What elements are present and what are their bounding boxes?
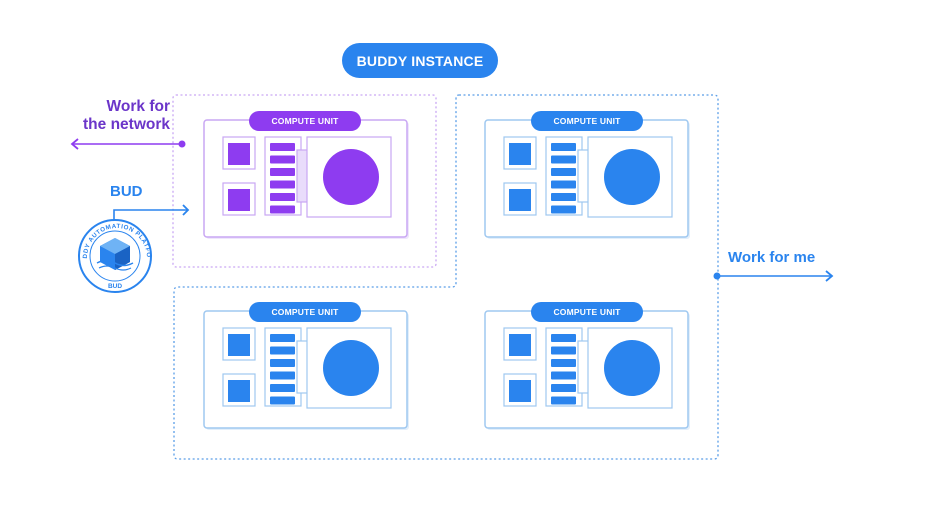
disk: [323, 149, 379, 205]
badge-bottom-text: BUD: [108, 283, 122, 290]
bud-badge: BUDDY AUTOMATION PLATFORM BUD: [0, 0, 152, 293]
chip: [509, 380, 531, 402]
personal-arrow: [713, 270, 834, 282]
disk: [604, 149, 660, 205]
memory-bar: [551, 155, 576, 164]
network-label-line1: Work for: [106, 98, 170, 115]
memory-bar: [270, 371, 295, 380]
compute-unit-label: COMPUTE UNIT: [531, 111, 643, 131]
compute-unit-label: COMPUTE UNIT: [249, 111, 361, 131]
memory-bar: [270, 168, 295, 176]
cube-logo-icon: [96, 238, 134, 271]
memory-bar: [270, 359, 295, 367]
chip: [228, 143, 250, 165]
arrow-right-icon: [825, 270, 834, 282]
chip: [509, 143, 531, 165]
arrow-left-icon: [70, 138, 79, 150]
compute-unit-label: COMPUTE UNIT: [249, 302, 361, 322]
arrow-right-icon: [182, 204, 190, 216]
memory-bar: [551, 168, 576, 176]
network-arrow: [70, 138, 186, 150]
memory-bar: [551, 180, 576, 189]
compute-unit-card: [203, 119, 409, 239]
compute-unit-label: COMPUTE UNIT: [531, 302, 643, 322]
memory-bar: [270, 143, 295, 151]
chip: [509, 334, 531, 356]
memory-bar: [270, 384, 295, 392]
chip: [228, 189, 250, 211]
compute-unit-card: [203, 310, 409, 430]
chip: [509, 189, 531, 211]
compute-unit-card: [484, 119, 690, 239]
work-for-me-label: Work for me: [728, 249, 816, 266]
disk: [604, 340, 660, 396]
memory-bar: [270, 346, 295, 355]
memory-bar: [270, 155, 295, 164]
network-label-line2: the network: [83, 116, 170, 133]
memory-bar: [270, 205, 295, 214]
bud-label: BUD: [110, 183, 143, 200]
memory-bar: [551, 384, 576, 392]
memory-bar: [270, 396, 295, 405]
memory-bar: [551, 193, 576, 201]
disk: [323, 340, 379, 396]
personal-region: [173, 94, 719, 460]
chip: [228, 334, 250, 356]
memory-bar: [551, 346, 576, 355]
memory-bar: [551, 396, 576, 405]
memory-bar: [270, 334, 295, 342]
memory-bar: [551, 143, 576, 151]
memory-bar: [270, 180, 295, 189]
bud-arrow: [113, 204, 190, 222]
memory-bar: [270, 193, 295, 201]
memory-bar: [551, 359, 576, 367]
buddy-instance-pill: BUDDY INSTANCE: [342, 43, 498, 78]
memory-bar: [551, 334, 576, 342]
chip: [228, 380, 250, 402]
memory-bar: [551, 205, 576, 214]
compute-unit-card: [484, 310, 690, 430]
memory-bar: [551, 371, 576, 380]
work-for-network-label: Work for the network: [70, 98, 170, 134]
